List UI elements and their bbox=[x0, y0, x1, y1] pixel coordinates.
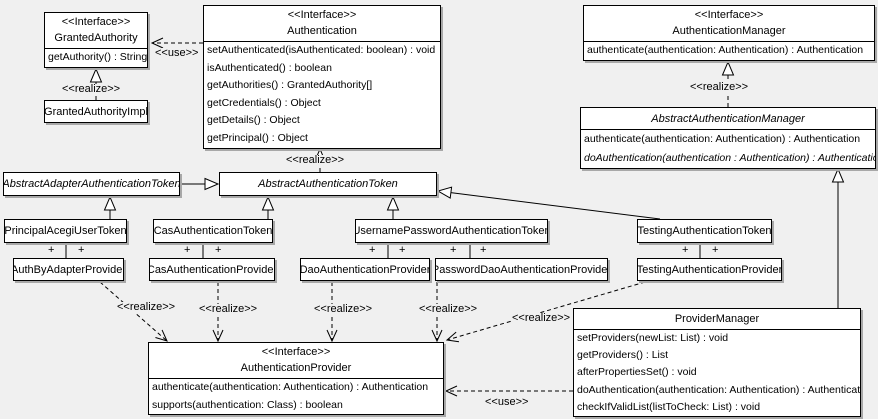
class-granted-authority[interactable]: <<Interface>> GrantedAuthority getAuthor… bbox=[44, 12, 148, 68]
class-cas-authentication-token[interactable]: CasAuthenticationToken bbox=[153, 219, 273, 243]
realize-label: <<realize>> bbox=[313, 303, 374, 315]
class-username-password-authentication-token[interactable]: UsernamePasswordAuthenticationToken bbox=[355, 219, 548, 243]
association-plus-label: + bbox=[184, 244, 191, 256]
class-name: AbstractAuthenticationManager bbox=[651, 113, 805, 125]
class-name: AuthenticationProvider bbox=[240, 362, 352, 374]
class-name: AbstractAdapterAuthenticationToken bbox=[3, 178, 180, 190]
realize-label: <<realize>> bbox=[198, 303, 259, 315]
class-name: ProviderManager bbox=[674, 313, 760, 325]
realize-label: <<realize>> bbox=[418, 303, 479, 315]
association-plus-label: + bbox=[78, 244, 85, 256]
association-plus-label: + bbox=[712, 244, 719, 256]
method: getAuthorities() : GrantedAuthority[] bbox=[207, 79, 373, 92]
class-testing-authentication-provider[interactable]: TestingAuthenticationProvider bbox=[637, 258, 782, 281]
stereotype-label: <<Interface>> bbox=[694, 9, 764, 21]
association-plus-label: + bbox=[682, 244, 689, 256]
class-name: AbstractAuthenticationToken bbox=[258, 178, 398, 190]
class-abstract-authentication-token[interactable]: AbstractAuthenticationToken bbox=[219, 172, 437, 196]
realize-label: <<realize>> bbox=[61, 83, 122, 95]
stereotype-label: <<Interface>> bbox=[61, 16, 131, 28]
class-abstract-authentication-manager[interactable]: AbstractAuthenticationManager authentica… bbox=[580, 107, 876, 169]
method: doAuthentication(authentication: Authent… bbox=[577, 383, 861, 396]
class-name: UsernamePasswordAuthenticationToken bbox=[355, 225, 548, 237]
class-authentication[interactable]: <<Interface>> Authentication setAuthenti… bbox=[203, 5, 441, 149]
class-authentication-provider[interactable]: <<Interface>> AuthenticationProvider aut… bbox=[148, 342, 444, 416]
method: setProviders(newList: List) : void bbox=[577, 332, 729, 344]
method: getAuthority() : String bbox=[48, 51, 148, 63]
edge-realize-testingauthenticationprovider bbox=[445, 281, 646, 343]
method: getCredentials() : Object bbox=[207, 96, 321, 109]
class-cas-authentication-provider[interactable]: CasAuthenticationProvider bbox=[149, 258, 275, 281]
class-name: CasAuthenticationProvider bbox=[149, 263, 275, 276]
method: isAuthenticated() : boolean bbox=[207, 61, 332, 74]
class-provider-manager[interactable]: ProviderManager setProviders(newList: Li… bbox=[573, 308, 861, 418]
realize-label: <<realize>> bbox=[511, 312, 572, 324]
class-name: AuthenticationManager bbox=[672, 25, 786, 37]
use-label: <<use>> bbox=[154, 47, 200, 59]
class-name: GrantedAuthority bbox=[54, 32, 138, 44]
class-password-dao-authentication-provider[interactable]: PasswordDaoAuthenticationProvider bbox=[435, 258, 608, 281]
method-abstract: doAuthentication(authentication : Authen… bbox=[584, 152, 876, 164]
stereotype-label: <<Interface>> bbox=[287, 9, 357, 21]
method: authenticate(authentication: Authenticat… bbox=[584, 133, 861, 145]
class-name: DaoAuthenticationProvider bbox=[300, 263, 430, 276]
method: supports(authentication: Class) : boolea… bbox=[152, 398, 343, 411]
method: getDetails() : Object bbox=[207, 114, 300, 127]
class-authentication-manager[interactable]: <<Interface>> AuthenticationManager auth… bbox=[583, 5, 875, 61]
method: setAuthenticated(isAuthenticated: boolea… bbox=[207, 44, 436, 56]
class-auth-by-adapter-provider[interactable]: AuthByAdapterProvider bbox=[13, 258, 124, 281]
edge-gen-testingauthenticationtoken bbox=[436, 186, 661, 220]
class-name: AuthByAdapterProvider bbox=[13, 263, 124, 276]
method: authenticate(authentication: Authenticat… bbox=[587, 44, 864, 56]
class-testing-authentication-token[interactable]: TestingAuthenticationToken bbox=[637, 219, 772, 243]
association-plus-label: + bbox=[215, 244, 222, 256]
class-dao-authentication-provider[interactable]: DaoAuthenticationProvider bbox=[300, 258, 430, 281]
stereotype-label: <<Interface>> bbox=[261, 346, 331, 358]
method: checkIfValidList(listToCheck: List) : vo… bbox=[577, 400, 761, 413]
class-name: PasswordDaoAuthenticationProvider bbox=[435, 263, 608, 276]
realize-label: <<realize>> bbox=[285, 154, 346, 166]
association-plus-label: + bbox=[480, 244, 487, 256]
method: getPrincipal() : Object bbox=[207, 131, 308, 144]
class-name: TestingAuthenticationProvider bbox=[637, 263, 782, 276]
method: authenticate(authentication: Authenticat… bbox=[152, 381, 429, 393]
class-name: Authentication bbox=[287, 25, 357, 37]
method: getProviders() : List bbox=[577, 349, 669, 362]
realize-label: <<realize>> bbox=[689, 81, 750, 93]
association-plus-label: + bbox=[369, 244, 376, 256]
class-name: TestingAuthenticationToken bbox=[637, 225, 772, 237]
use-label: <<use>> bbox=[484, 396, 530, 408]
realize-label: <<realize>> bbox=[116, 301, 177, 313]
class-name: CasAuthenticationToken bbox=[153, 225, 273, 237]
class-abstract-adapter-authentication-token[interactable]: AbstractAdapterAuthenticationToken bbox=[3, 172, 180, 196]
class-name: PrincipalAcegiUserToken bbox=[4, 225, 127, 237]
association-plus-label: + bbox=[450, 244, 457, 256]
association-plus-label: + bbox=[399, 244, 406, 256]
class-principal-acegi-user-token[interactable]: PrincipalAcegiUserToken bbox=[4, 219, 127, 243]
class-granted-authority-impl[interactable]: GrantedAuthorityImpl bbox=[44, 100, 148, 123]
method: afterPropertiesSet() : void bbox=[577, 366, 697, 379]
class-name: GrantedAuthorityImpl bbox=[44, 105, 148, 118]
association-plus-label: + bbox=[48, 244, 55, 256]
